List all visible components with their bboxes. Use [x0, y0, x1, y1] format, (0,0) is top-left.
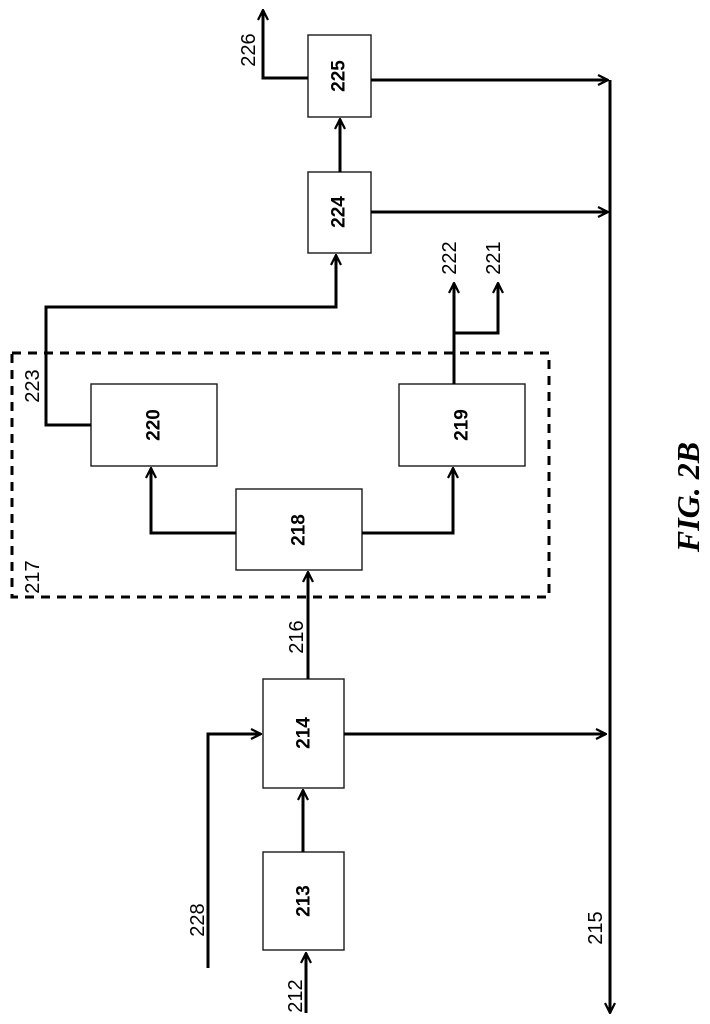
box-213: 213: [263, 852, 344, 950]
box-218: 218: [236, 489, 362, 570]
figure-caption: FIG. 2B: [670, 442, 706, 553]
stream-226-arrow: [263, 10, 308, 78]
ref-217: 217: [22, 560, 44, 593]
stream-228-arrow: [208, 734, 261, 968]
box-219-label: 219: [452, 409, 473, 441]
ref-221: 221: [483, 241, 505, 274]
stream-218-to-220-arrow: [151, 468, 236, 533]
ref-228: 228: [187, 903, 209, 936]
stream-218-to-219-arrow: [362, 468, 453, 533]
ref-226: 226: [238, 33, 260, 66]
stream-221-arrow: [454, 283, 498, 333]
box-219: 219: [399, 384, 525, 466]
box-214-label: 214: [294, 717, 315, 749]
box-225-label: 225: [329, 60, 350, 92]
ref-222: 222: [439, 241, 461, 274]
box-213-label: 213: [294, 885, 315, 917]
box-220-label: 220: [144, 409, 165, 441]
ref-223: 223: [22, 369, 44, 402]
ref-216: 216: [286, 620, 308, 653]
box-220: 220: [91, 384, 217, 466]
ref-215: 215: [585, 911, 607, 944]
ref-212: 212: [285, 979, 307, 1012]
box-224-label: 224: [329, 196, 350, 228]
box-225: 225: [308, 35, 371, 117]
box-224: 224: [308, 172, 371, 253]
box-214: 214: [263, 679, 344, 788]
box-218-label: 218: [289, 514, 310, 546]
